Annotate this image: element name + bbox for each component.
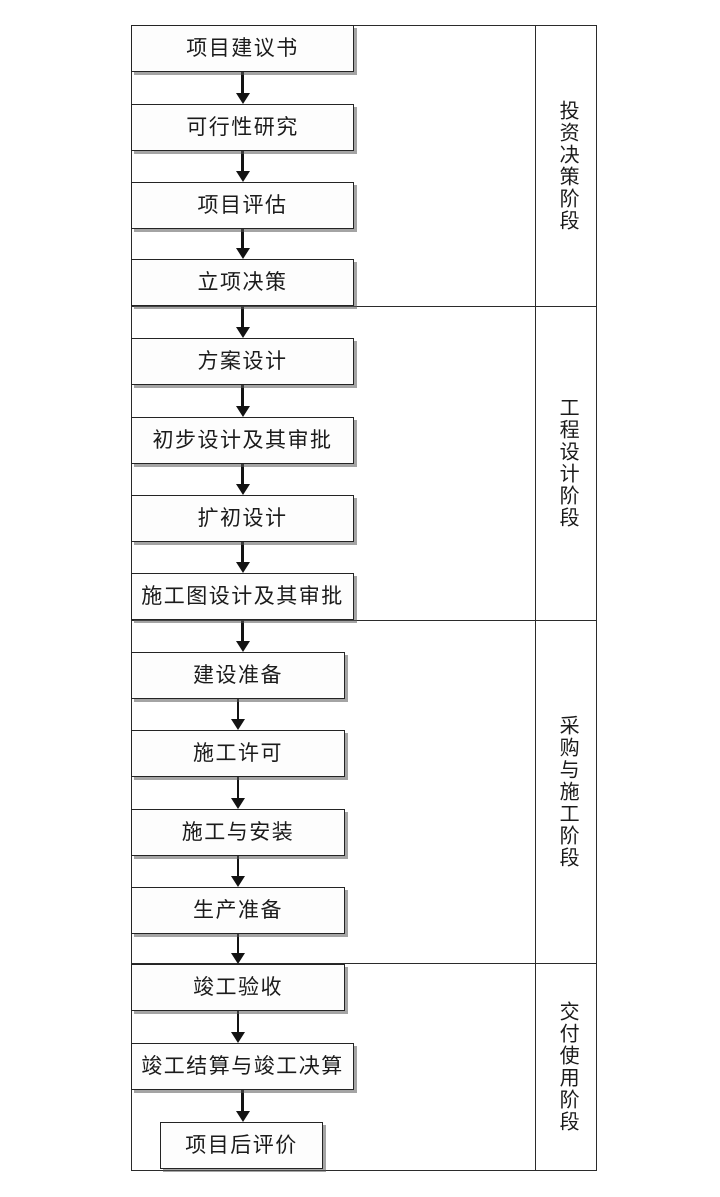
phase-label-text: 采购与施工阶段 bbox=[556, 714, 579, 869]
arrow-head-icon bbox=[231, 1032, 245, 1043]
process-node-n9[interactable]: 建设准备 bbox=[131, 652, 345, 699]
arrow-head-icon bbox=[231, 953, 245, 964]
process-node-label: 立项决策 bbox=[197, 270, 288, 294]
arrow-shaft bbox=[241, 385, 244, 408]
process-node-label: 可行性研究 bbox=[186, 115, 299, 139]
arrow-shaft bbox=[241, 306, 244, 329]
arrow-head-icon bbox=[235, 171, 250, 182]
process-node-label: 扩初设计 bbox=[197, 506, 288, 530]
process-node-label: 项目评估 bbox=[197, 193, 288, 217]
phase-divider-2 bbox=[131, 620, 597, 621]
process-node-label: 方案设计 bbox=[197, 349, 288, 373]
phase-divider-3 bbox=[131, 963, 597, 964]
arrow-head-icon bbox=[235, 484, 250, 495]
phase-label-p3[interactable]: 采购与施工阶段 bbox=[536, 620, 597, 963]
process-node-label: 施工与安装 bbox=[181, 820, 295, 844]
process-node-n3[interactable]: 项目评估 bbox=[131, 182, 354, 229]
arrow-shaft bbox=[241, 1090, 244, 1113]
phase-label-text: 投资决策阶段 bbox=[556, 99, 579, 232]
process-node-label: 竣工结算与竣工决算 bbox=[141, 1054, 344, 1078]
phase-label-text: 工程设计阶段 bbox=[556, 397, 579, 529]
process-node-n15[interactable]: 项目后评价 bbox=[160, 1122, 323, 1169]
arrow-shaft bbox=[241, 229, 244, 250]
phase-label-p4[interactable]: 交付使用阶段 bbox=[536, 963, 597, 1171]
arrow-head-icon bbox=[235, 327, 250, 338]
process-node-label: 项目建议书 bbox=[186, 36, 299, 60]
phase-label-p2[interactable]: 工程设计阶段 bbox=[536, 306, 597, 620]
process-node-n8[interactable]: 施工图设计及其审批 bbox=[131, 573, 354, 620]
phase-label-p1[interactable]: 投资决策阶段 bbox=[536, 25, 597, 306]
phase-divider-1 bbox=[131, 306, 597, 307]
arrow-head-icon bbox=[235, 562, 250, 573]
arrow-head-icon bbox=[235, 641, 250, 652]
process-node-n14[interactable]: 竣工结算与竣工决算 bbox=[131, 1043, 354, 1090]
arrow-head-icon bbox=[235, 1111, 250, 1122]
phase-label-text: 交付使用阶段 bbox=[556, 1001, 579, 1133]
arrow-shaft bbox=[241, 151, 244, 173]
process-node-label: 施工许可 bbox=[193, 741, 283, 765]
arrow-shaft bbox=[241, 72, 244, 95]
arrow-shaft bbox=[236, 777, 240, 800]
arrow-head-icon bbox=[235, 406, 250, 417]
process-node-label: 施工图设计及其审批 bbox=[141, 584, 344, 608]
process-node-n7[interactable]: 扩初设计 bbox=[131, 495, 354, 542]
process-node-n2[interactable]: 可行性研究 bbox=[131, 104, 354, 151]
arrow-shaft bbox=[236, 856, 240, 878]
arrow-shaft bbox=[241, 464, 244, 486]
process-node-label: 生产准备 bbox=[193, 898, 283, 922]
arrow-shaft bbox=[236, 934, 240, 955]
process-node-label: 建设准备 bbox=[193, 663, 283, 687]
process-node-label: 项目后评价 bbox=[185, 1133, 298, 1157]
arrow-shaft bbox=[236, 1011, 240, 1034]
process-node-n6[interactable]: 初步设计及其审批 bbox=[131, 417, 354, 464]
process-node-label: 初步设计及其审批 bbox=[152, 428, 333, 452]
process-node-n5[interactable]: 方案设计 bbox=[131, 338, 354, 385]
process-node-n10[interactable]: 施工许可 bbox=[131, 730, 345, 777]
process-node-n4[interactable]: 立项决策 bbox=[131, 259, 354, 306]
arrow-head-icon bbox=[231, 719, 245, 730]
phase-column-divider bbox=[535, 25, 536, 1171]
arrow-shaft bbox=[236, 699, 240, 721]
arrow-head-icon bbox=[235, 248, 250, 259]
process-node-n13[interactable]: 竣工验收 bbox=[131, 964, 345, 1011]
arrow-head-icon bbox=[235, 93, 250, 104]
arrow-head-icon bbox=[231, 798, 245, 809]
process-node-n12[interactable]: 生产准备 bbox=[131, 887, 345, 934]
arrow-head-icon bbox=[231, 876, 245, 887]
process-node-label: 竣工验收 bbox=[193, 975, 283, 999]
arrow-shaft bbox=[241, 542, 244, 564]
process-node-n11[interactable]: 施工与安装 bbox=[131, 809, 345, 856]
arrow-shaft bbox=[241, 620, 244, 643]
process-node-n1[interactable]: 项目建议书 bbox=[131, 25, 354, 72]
